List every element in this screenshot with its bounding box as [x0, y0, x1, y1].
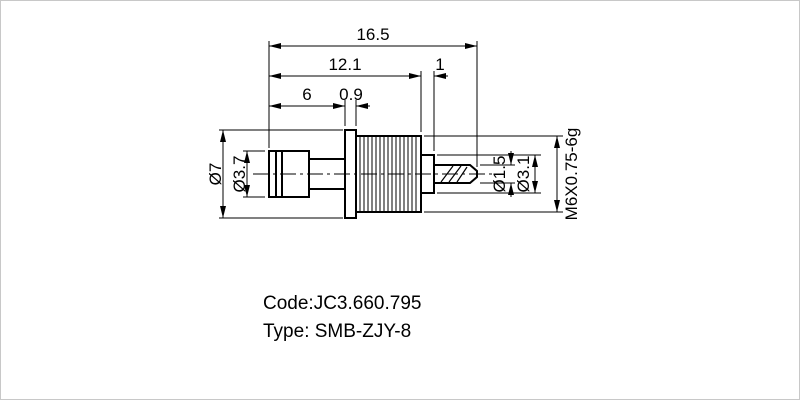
solder-pin [433, 164, 478, 184]
thread-spec-label: M6X0.75-6g [562, 128, 581, 221]
dim-overall-length-label: 16.5 [356, 25, 389, 44]
type-label: Type: SMB-ZJY-8 [263, 321, 411, 342]
dimension-lines [220, 43, 560, 218]
dim-shaft-diameter-label: Ø3.1 [514, 156, 533, 193]
dim-flange-diameter-label: Ø7 [206, 163, 225, 186]
dim-step-length-label: 1 [435, 55, 444, 74]
dim-body-length-label: 12.1 [328, 55, 361, 74]
dim-barrel-diameter-label: Ø3.7 [230, 156, 249, 193]
dim-front-length-label: 6 [302, 85, 311, 104]
dim-flange-thickness-label: 0.9 [339, 85, 363, 104]
code-label: Code:JC3.660.795 [263, 293, 421, 314]
dim-pin-diameter-label: Ø1.5 [490, 156, 509, 193]
